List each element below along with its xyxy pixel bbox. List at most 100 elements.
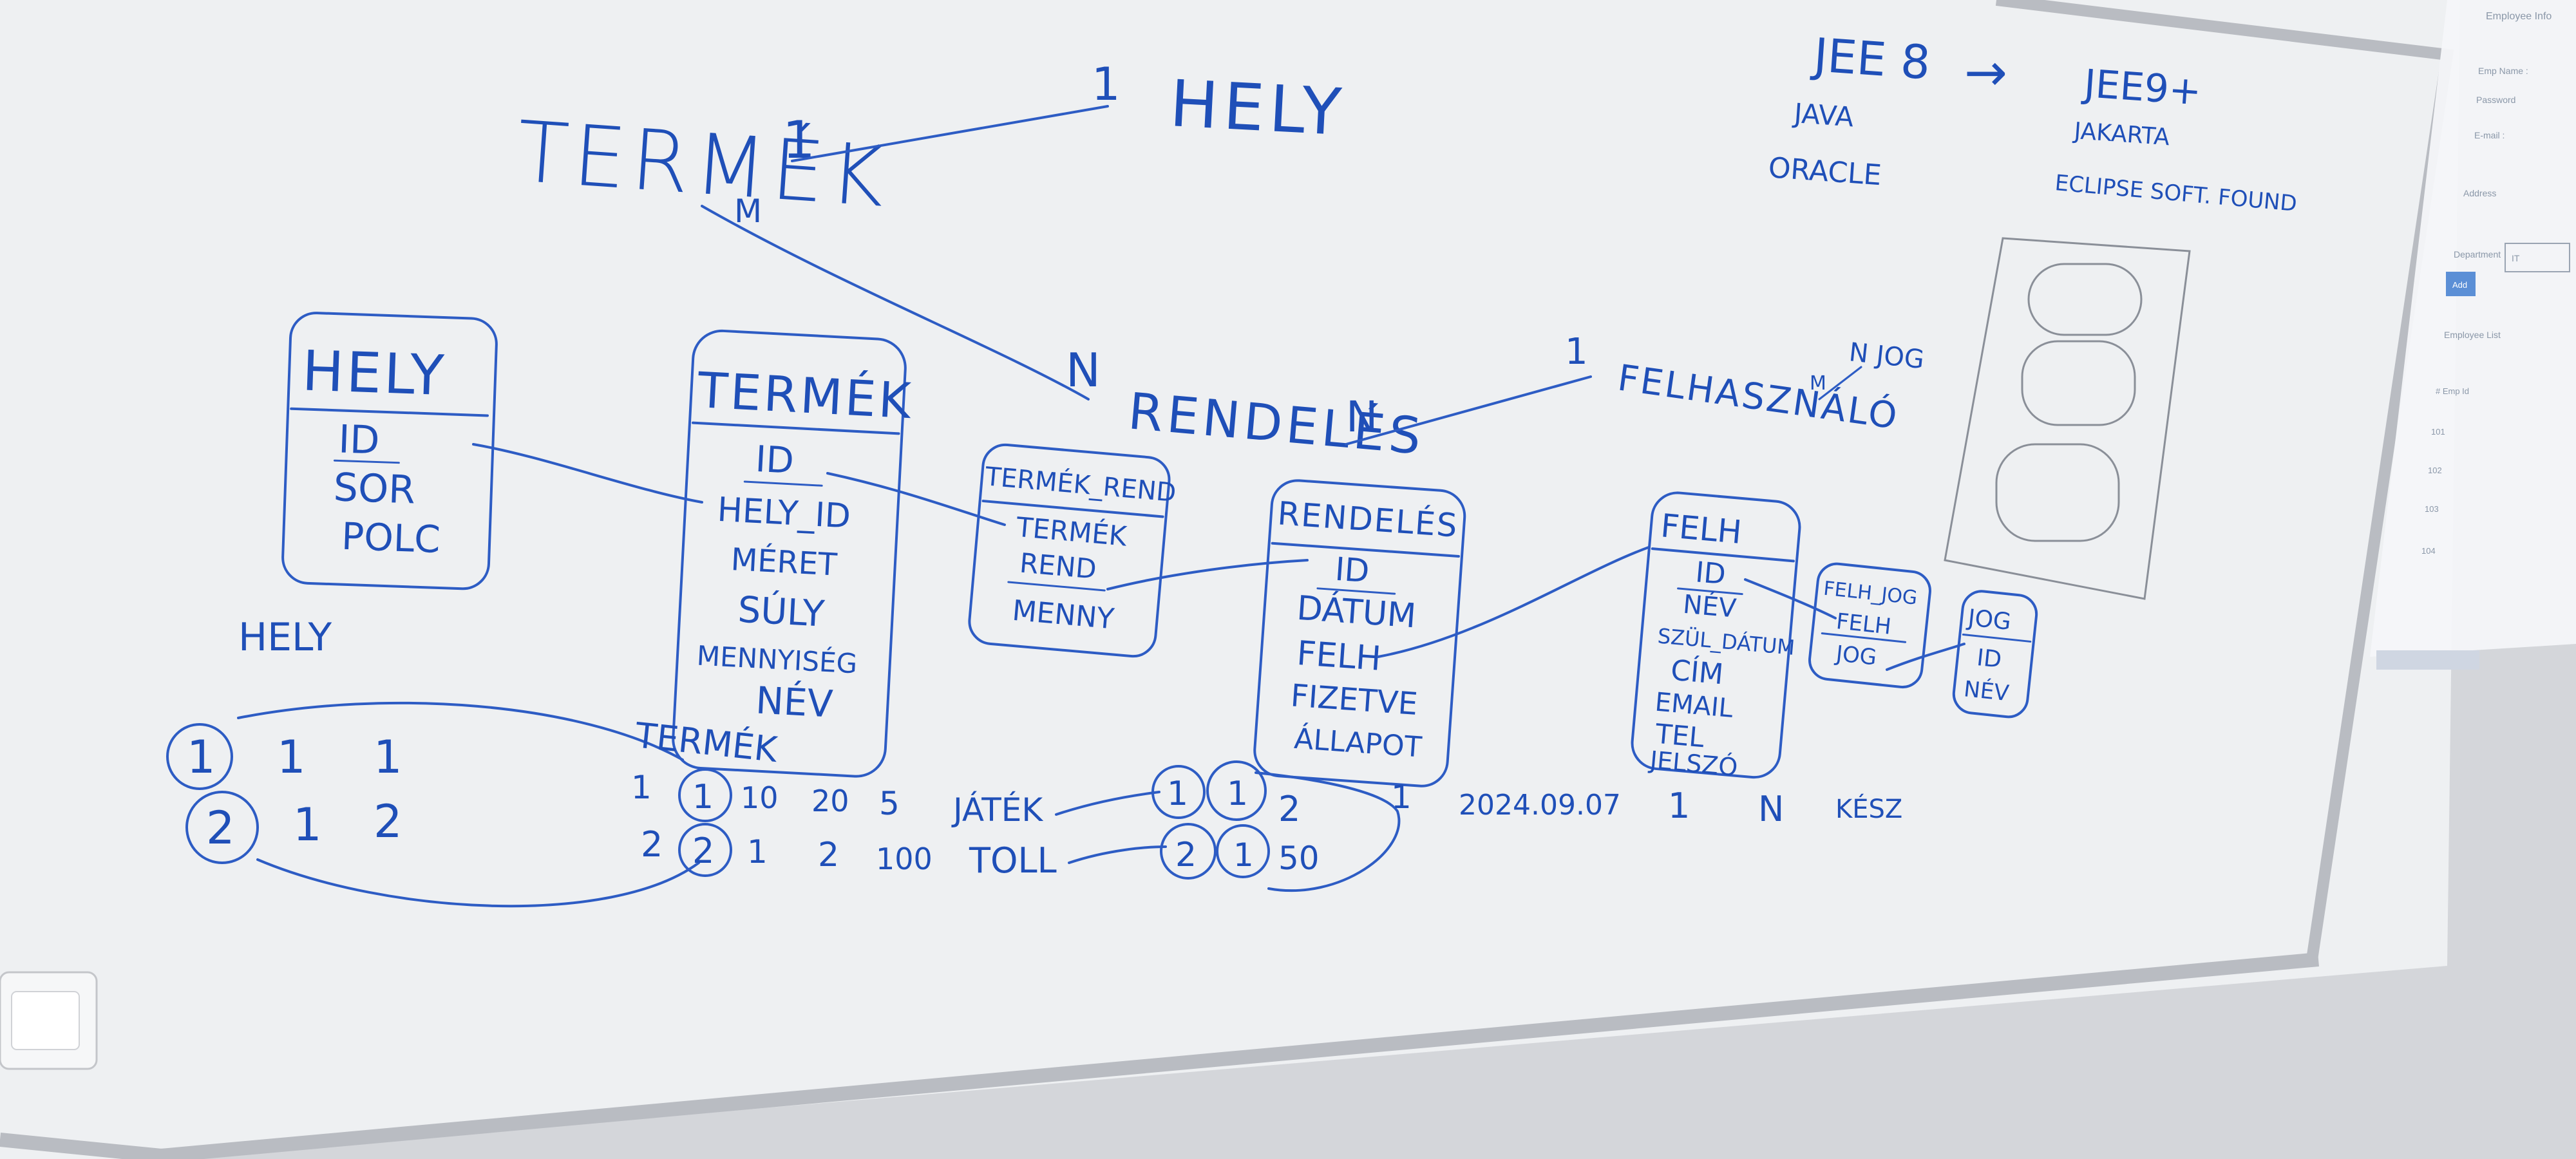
oracle-note: ORACLE (1767, 151, 1882, 192)
hely-entity-label: HELY (1168, 66, 1349, 150)
projector-field-password: Password (2476, 95, 2515, 105)
table-felh: FELH ID NÉV SZÜL_DÁTUM CÍM EMAIL TEL JEL… (1631, 491, 1801, 782)
table-felh-divider (1651, 547, 1795, 563)
rendeles-row-datum: 2024.09.07 (1459, 789, 1621, 822)
hely-row1-pk-circle (166, 723, 233, 790)
termek-rendeles-relation-line (701, 205, 1090, 400)
termek-row2-id: 2 (641, 824, 663, 865)
table-termek-field-suly: SÚLY (737, 589, 826, 636)
table-hely-divider (290, 407, 489, 417)
termek-row1-nev: JÁTÉK (951, 791, 1043, 829)
table-rendeles-field-felh: FELH (1296, 634, 1383, 679)
fk-rendeles-termek-rend (1106, 559, 1309, 590)
rendeles-row-allapot: KÉSZ (1835, 793, 1902, 824)
termek-row1-id: 1 (631, 769, 652, 806)
switch-plate (11, 991, 80, 1050)
jee9-note: JEE9+ (2080, 61, 2202, 115)
termek-row2-nev: TOLL (969, 840, 1057, 881)
termek-rend-row1-termek: 1 (1167, 775, 1188, 813)
projector-add-label: Add (2452, 280, 2467, 290)
termek-rend-row2-menny: 50 (1278, 840, 1320, 877)
table-hely-title: HELY (301, 339, 447, 408)
table-felh-title: FELH (1659, 507, 1743, 551)
felhasznalo-card-one: 1 (1565, 331, 1588, 373)
table-felh-jog-box (1808, 562, 1931, 689)
projector-list-title: Employee List (2444, 330, 2501, 340)
table-rendeles-field-id: ID (1334, 551, 1370, 590)
termek-rend-row2-termek-circle (1160, 823, 1217, 880)
projector-add-button (2446, 272, 2476, 296)
termek-rend-row1-termek-circle (1151, 765, 1206, 819)
felhasznalo-m: M (1810, 372, 1826, 395)
table-termek-rend-field-rend: REND (1018, 547, 1097, 585)
projector-id-101: 101 (2431, 427, 2445, 437)
table-termek-box (672, 329, 907, 778)
projector-field-email: E-mail : (2474, 130, 2505, 140)
projector-field-department: Department (2454, 249, 2501, 259)
projector-field-name: Emp Name : (2478, 66, 2528, 76)
table-felh-field-email: EMAIL (1654, 688, 1734, 724)
fk-felh-felh-jog (1744, 578, 1837, 619)
termek-rend-sample-link-2 (1068, 845, 1167, 864)
projector-id-104: 104 (2421, 546, 2436, 556)
table-felh-jog-pk-underline (1821, 632, 1907, 643)
table-termek-pk-underline (743, 480, 823, 487)
fk-hely-termek (472, 443, 703, 504)
hely-row1-polc: 1 (374, 731, 402, 784)
table-rendeles-field-fizetve: FIZETVE (1289, 677, 1419, 722)
table-hely-box (281, 312, 498, 590)
java-note: JAVA (1791, 97, 1855, 133)
termek-row1-fk-circle (678, 768, 732, 822)
table-jog-box (1952, 590, 2038, 719)
table-jog: JOG ID NÉV (1952, 590, 2038, 719)
table-jog-field-id: ID (1976, 645, 2003, 674)
termek-rend-row2-rend-circle (1216, 824, 1270, 878)
sample-hely-label: HELY (238, 615, 332, 660)
termek-row1-suly: 20 (811, 784, 849, 818)
hely-termek-sample-link-top (237, 701, 684, 761)
table-felh-jog-field-jog: JOG (1833, 641, 1878, 671)
rendeles-card-n-right: N (1346, 392, 1378, 442)
termek-rend-row2-rend: 1 (1233, 836, 1254, 874)
termek-row1-hely: 1 (692, 778, 714, 816)
fk-felh-rendeles (1377, 546, 1650, 658)
hely-row2-sor: 1 (293, 798, 322, 851)
rendeles-row-felh: 1 (1668, 786, 1690, 826)
hely-card-one: 1 (1092, 58, 1121, 111)
termek-hely-relation-line (791, 105, 1109, 162)
projector-id-102: 102 (2428, 466, 2442, 475)
termek-rend-row1-rend-circle (1206, 760, 1267, 821)
table-rendeles-pk-underline (1316, 587, 1396, 595)
whiteboard-surface (0, 0, 2460, 1159)
jee8-note: JEE 8 (1810, 28, 1932, 90)
termek-rend-row1-rend: 1 (1227, 775, 1248, 813)
board-bottom-frame (0, 952, 2319, 1159)
termek-rend-row1-menny: 2 (1278, 789, 1300, 829)
projector-list-header: # Emp Id (2436, 386, 2469, 396)
felh-jog-relation-line (1818, 366, 1862, 400)
table-termek-field-meret: MÉRET (730, 541, 838, 583)
fk-termek-termek-rend (826, 472, 1006, 526)
termek-rend-row2-termek: 2 (1175, 836, 1197, 874)
rend-sample-link (1255, 771, 1401, 892)
table-termek-divider (691, 421, 900, 435)
table-hely-field-id: ID (337, 417, 380, 463)
rendeles-felh-relation-line (1345, 375, 1592, 446)
table-jog-divider (1962, 633, 2032, 643)
table-felh-field-id: ID (1694, 556, 1727, 591)
table-hely-field-sor: SOR (333, 465, 416, 513)
table-termek-rend-divider (981, 500, 1164, 518)
projected-form: Employee Info Emp Name : Password E-mail… (2370, 0, 2576, 670)
termek-rend-sample-link-1 (1055, 791, 1160, 816)
table-felh-jog-field-felh: FELH (1835, 608, 1892, 640)
rendeles-row-id: 1 (1391, 778, 1412, 816)
table-felh-field-cim: CÍM (1669, 652, 1725, 691)
hely-row1-sor: 1 (277, 731, 306, 784)
projector-department-select (2505, 243, 2570, 272)
table-felh-field-tel: TEL (1654, 718, 1706, 754)
termek-card-many: M (734, 193, 762, 230)
faint-sketch (1944, 237, 2191, 600)
table-rendeles-box (1253, 479, 1466, 787)
migration-arrow: → (1964, 42, 2007, 102)
termek-row2-fk-circle (678, 823, 732, 877)
